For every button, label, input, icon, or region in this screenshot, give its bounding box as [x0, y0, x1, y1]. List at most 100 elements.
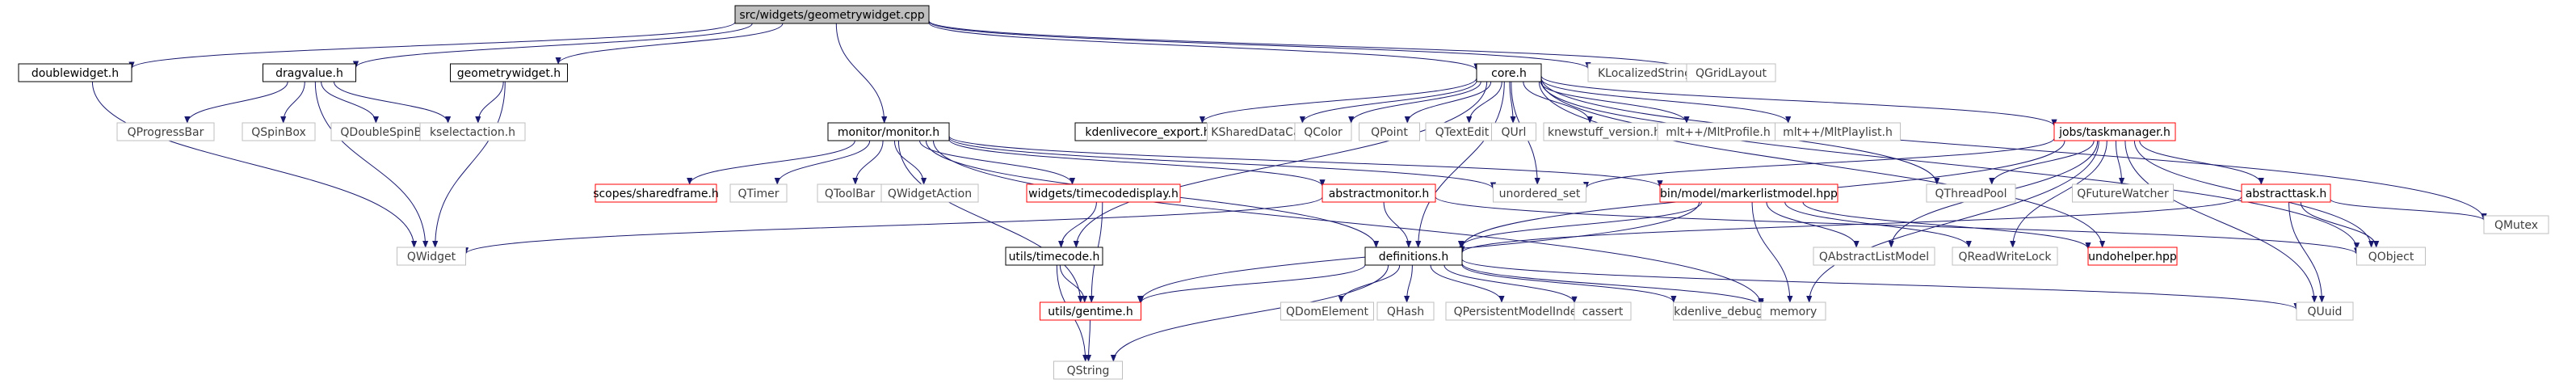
node-qobject: QObject [2356, 247, 2426, 266]
node-qtextedit: QTextEdit [1425, 122, 1499, 141]
node-qtoolbar: QToolBar [817, 183, 883, 203]
node-box-qabstractlist [1813, 247, 1935, 266]
node-label-undohelper: undohelper.hpp [2088, 251, 2177, 263]
node-gentime[interactable]: utils/gentime.h [1040, 301, 1141, 321]
node-label-qmutex: QMutex [2494, 219, 2538, 232]
node-unorderedset: unordered_set [1493, 183, 1586, 203]
edge-definitions-to-memory [1461, 263, 1764, 308]
node-box-cassert [1574, 301, 1632, 321]
edge-abstractmonitor-to-definitions [1383, 201, 1412, 248]
node-cassert: cassert [1574, 301, 1632, 321]
node-box-qreadwritelock [1952, 247, 2058, 266]
node-label-quuid: QUuid [2308, 306, 2343, 318]
edge-monitor-to-unorderedset [948, 137, 1496, 190]
edge-core-to-qtextedit [1466, 81, 1502, 124]
node-label-kselectaction: kselectaction.h [430, 126, 515, 139]
node-label-qcolor: QColor [1304, 126, 1343, 139]
edge-core-to-qobject [1540, 79, 2360, 251]
node-markerlist[interactable]: bin/model/markerlistmodel.hpp [1659, 183, 1838, 203]
node-kdenlivedebug: kdenlive_debug.h [1673, 301, 1775, 321]
node-monitor[interactable]: monitor/monitor.h [827, 122, 950, 141]
node-doublewidget[interactable]: doublewidget.h [18, 63, 132, 82]
edge-monitor-to-qtoolbar [852, 140, 884, 185]
node-label-markerlist: bin/model/markerlistmodel.hpp [1660, 188, 1838, 200]
node-box-qhash [1376, 301, 1435, 321]
node-qmutex: QMutex [2483, 215, 2549, 234]
edge-core-to-qurl [1509, 81, 1516, 124]
node-box-quuid [2296, 301, 2354, 321]
edge-definitions-to-qpersistent [1430, 264, 1505, 303]
node-box-markerlist [1659, 183, 1838, 203]
node-label-taskmanager: jobs/taskmanager.h [2058, 126, 2170, 139]
node-box-definitions [1364, 247, 1463, 266]
node-box-monitor [827, 122, 950, 141]
node-qabstractlist: QAbstractListModel [1813, 247, 1935, 266]
node-taskmanager[interactable]: jobs/taskmanager.h [2053, 122, 2176, 141]
node-label-qfuturewatcher: QFutureWatcher [2077, 188, 2169, 200]
edge-definitions-to-quuid [1461, 259, 2300, 310]
node-label-doublewidget: doublewidget.h [32, 67, 119, 80]
node-qgridlayout: QGridLayout [1686, 63, 1776, 82]
node-root[interactable]: src/widgets/geometrywidget.cpp [734, 5, 930, 24]
node-mltplaylist: mlt++/MltPlaylist.h [1775, 122, 1901, 141]
node-box-abstractmonitor [1322, 183, 1436, 203]
node-definitions[interactable]: definitions.h [1364, 247, 1463, 266]
node-label-cassert: cassert [1582, 306, 1624, 318]
node-core[interactable]: core.h [1476, 63, 1542, 82]
node-dragvalue[interactable]: dragvalue.h [263, 63, 356, 82]
node-box-qspinbox [242, 122, 316, 141]
node-label-geometrywidget: geometrywidget.h [457, 67, 561, 80]
edge-root-to-dragvalue [353, 23, 753, 69]
node-label-mltplaylist: mlt++/MltPlaylist.h [1783, 126, 1893, 139]
edge-timecodedisplay-to-timecode [1058, 201, 1097, 248]
node-undohelper[interactable]: undohelper.hpp [2087, 247, 2178, 266]
edge-geometrywidget-to-kselectaction [475, 81, 504, 124]
node-abstracttask[interactable]: abstracttask.h [2241, 183, 2331, 203]
node-label-unorderedset: unordered_set [1499, 188, 1581, 200]
node-scopes[interactable]: scopes/sharedframe.h [593, 183, 719, 203]
edge-core-to-definitions [1415, 81, 1505, 248]
node-kselectaction: kselectaction.h [419, 122, 526, 141]
edge-taskmanager-to-abstracttask [2139, 140, 2264, 185]
node-qpoint: QPoint [1359, 122, 1420, 141]
edge-core-to-mltprofile [1540, 81, 1690, 124]
node-qtimer: QTimer [729, 183, 788, 203]
node-box-timecode [1005, 247, 1103, 266]
edge-root-to-geometrywidget [555, 23, 784, 65]
node-abstractmonitor[interactable]: abstractmonitor.h [1322, 183, 1436, 203]
node-qwidget: QWidget [397, 247, 466, 266]
node-box-qpoint [1359, 122, 1420, 141]
node-label-monitor: monitor/monitor.h [838, 126, 939, 139]
node-timecode[interactable]: utils/timecode.h [1005, 247, 1103, 266]
node-box-qfuturewatcher [2072, 183, 2174, 203]
node-box-qwidgetaction [880, 183, 979, 203]
edge-monitor-to-markerlist [948, 135, 1663, 188]
node-label-qreadwritelock: QReadWriteLock [1958, 251, 2052, 263]
node-qprogressbar: QProgressBar [116, 122, 215, 141]
node-box-qprogressbar [116, 122, 215, 141]
node-box-timecodedisplay [1026, 183, 1181, 203]
edge-doublewidget-to-qwidget [91, 81, 418, 248]
node-box-mltplaylist [1775, 122, 1901, 141]
node-timecodedisplay[interactable]: widgets/timecodedisplay.h [1026, 183, 1181, 203]
node-qspinbox: QSpinBox [242, 122, 316, 141]
node-qfuturewatcher: QFutureWatcher [2072, 183, 2174, 203]
node-box-qmutex [2483, 215, 2549, 234]
edge-monitor-to-qwidgetaction [893, 140, 927, 185]
node-kdenlivecore[interactable]: kdenlivecore_export.h [1074, 122, 1221, 141]
node-label-qtoolbar: QToolBar [825, 188, 875, 200]
edge-abstractmonitor-to-qwidget [463, 196, 1323, 255]
edge-monitor-to-memory [933, 140, 1764, 306]
node-label-qtextedit: QTextEdit [1435, 126, 1490, 139]
edge-core-to-qpoint [1404, 81, 1492, 124]
node-box-geometrywidget [450, 63, 568, 82]
edge-monitor-to-qtimer [774, 140, 871, 185]
edge-abstractmonitor-to-qobject [1435, 196, 2360, 255]
node-box-qcolor [1294, 122, 1352, 141]
node-geometrywidget[interactable]: geometrywidget.h [450, 63, 568, 82]
edge-abstracttask-to-qmutex [2330, 199, 2487, 221]
node-qreadwritelock: QReadWriteLock [1952, 247, 2058, 266]
node-label-root: src/widgets/geometrywidget.cpp [739, 9, 924, 22]
edge-root-to-core [928, 22, 1480, 71]
